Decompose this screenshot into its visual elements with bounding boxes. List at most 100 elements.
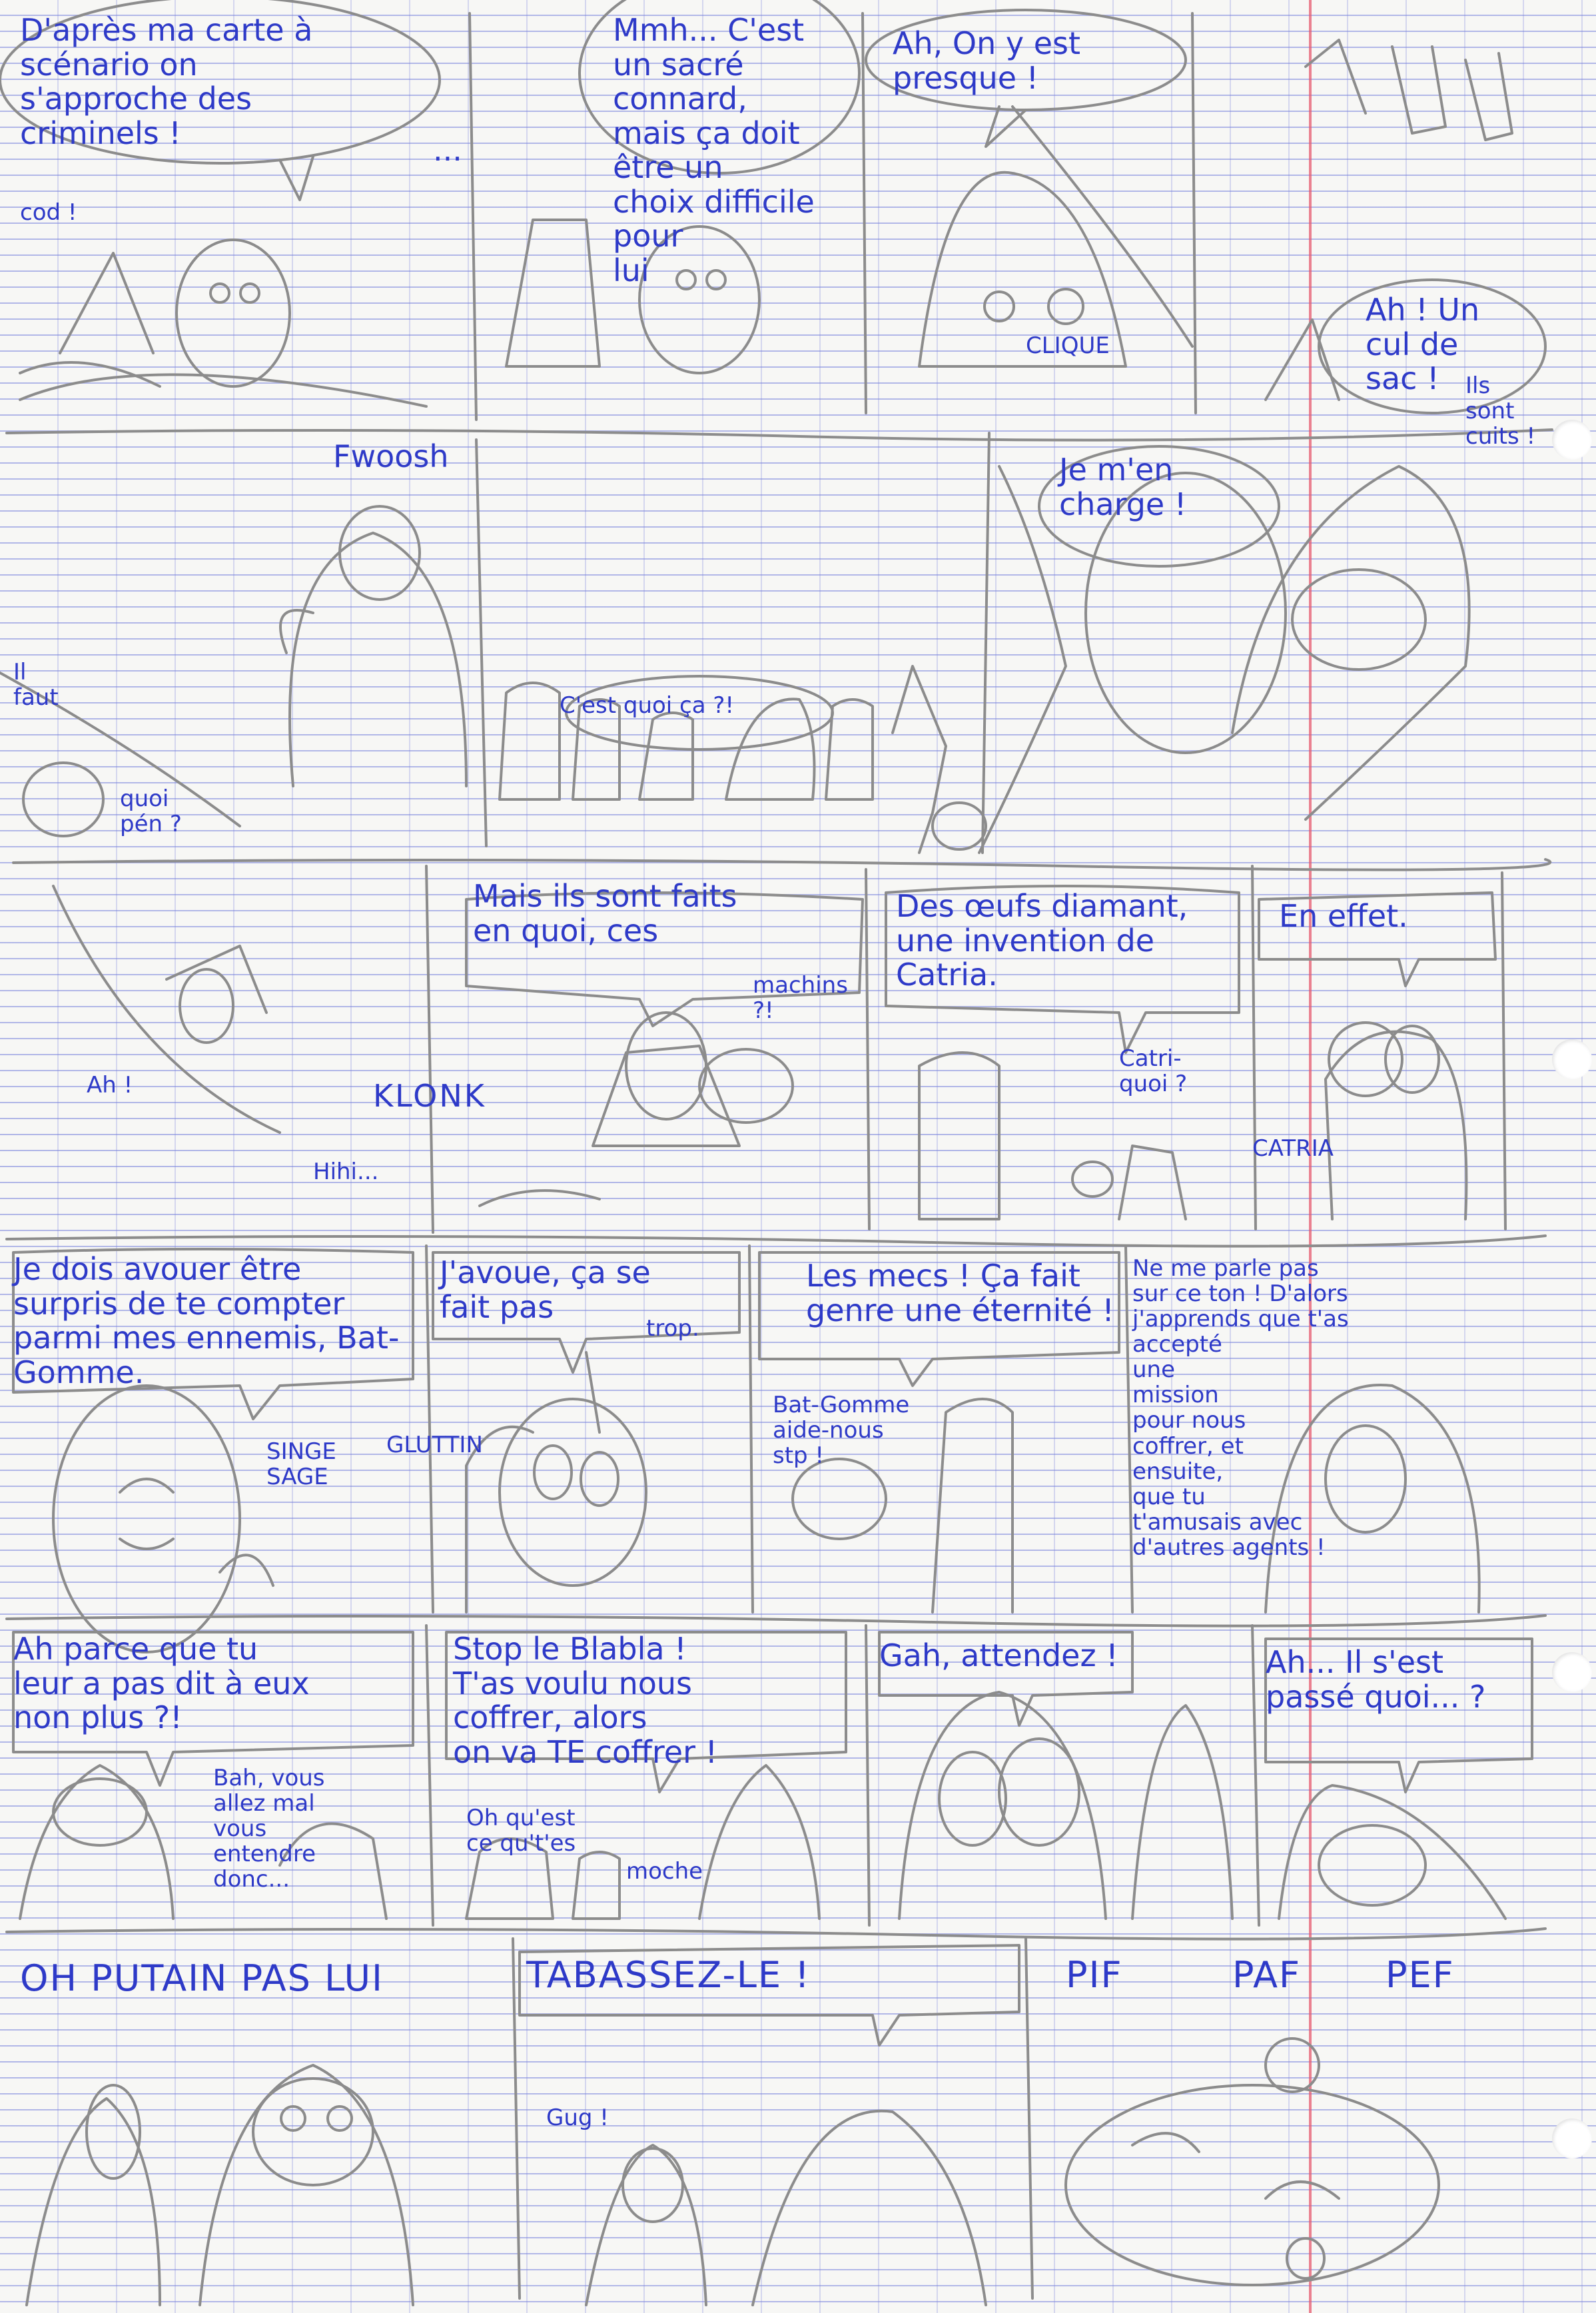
sketch-character [465,1764,821,1920]
sketch-character [1264,39,1513,401]
speech-bubble [0,0,441,165]
speech-bubble [878,1631,1134,1727]
bubble-text-oeufs-diamant: Des œufs diamant, une invention de Catri… [896,888,1188,993]
bubble-text-ne-me-parle-pas: Ne me parle pas sur ce ton ! D'alors j'a… [1132,1255,1349,1561]
reply-text-bah: Bah, vous allez mal vous entendre donc..… [213,1765,325,1893]
panel-border [1251,1624,1260,1927]
bubble-text-stop-le-blabla: Stop le Blabla ! T'as voulu nous coffrer… [453,1631,718,1770]
sfx-clique: CLIQUE [1026,332,1110,359]
speech-bubble [465,891,864,1027]
small-text-gug: Gug ! [546,2104,609,2131]
panel-border [1124,1244,1134,1614]
panel-border [1024,1937,1034,2300]
panel-border [468,12,478,421]
small-text-il-faut: Il faut [13,659,59,711]
bubble-text-tabassez-le: TABASSEZ-LE ! [526,1954,811,1996]
binder-hole [1552,2118,1592,2158]
reply-text-catri-quoi: Catri- quoi ? [1119,1045,1188,1098]
panel-border [865,1624,871,1927]
panel-border [475,438,488,847]
ellipsis-dots: ... [433,132,462,168]
row-divider [5,1927,1547,1941]
speech-bubble [518,1944,1020,2047]
bubble-text-sacre-connard: Mmh... C'est un sacré connard, mais ça d… [613,12,815,288]
sketch-character [52,1384,274,1653]
speech-bubble [1318,278,1547,414]
sketch-character [279,505,468,787]
row-divider [12,858,1552,871]
bubble-text-map-criminals: D'après ma carte à scénario on s'approch… [20,12,313,151]
sketch-character [1084,465,1471,821]
speech-bubble [1258,891,1497,987]
bubble-text-presque: Ah, On y est presque ! [893,25,1080,96]
bubble-text-je-men-charge: Je m'en charge ! [1059,452,1187,522]
panel-border [865,868,871,1230]
row-divider [5,1234,1547,1248]
binder-hole [1552,420,1592,460]
sfx-fwoosh: Fwoosh [333,438,449,474]
sketch-character [791,1398,1014,1614]
speech-bubble [758,1251,1120,1387]
sketch-character [1278,1784,1507,1920]
panel-border [512,1937,521,2300]
word-trop: trop. [646,1315,699,1342]
sfx-pif: PIF [1066,1954,1123,1996]
margin-line [1309,0,1312,2313]
word-moche: moche [626,1858,703,1885]
sketch-character [918,171,1127,368]
panel-border [861,12,867,414]
panel-border [1191,12,1197,414]
bubble-text-javoue: J'avoue, ça se fait pas [440,1254,651,1325]
sketch-character [19,1764,388,1920]
bubble-text-les-mecs: Les mecs ! Ça fait genre une éternité ! [806,1258,1114,1328]
panel-border [425,1244,434,1614]
sketch-character [585,2109,987,2306]
panel-border [748,1244,754,1614]
label-singe-sage: SINGE SAGE [266,1438,336,1491]
speech-bubble [1264,1637,1533,1793]
speech-bubble [445,1631,847,1793]
panel-border [425,1624,434,1927]
sketch-character [498,665,987,854]
small-text-quoi-pen: quoi pén ? [120,785,182,838]
sketch-character [1264,1383,1481,1614]
sketch-character [465,1351,647,1614]
sfx-klonk: KLONK [373,1078,486,1114]
sketch-character [1064,2037,1440,2286]
label-gluttin: GLUTTIN [386,1432,483,1458]
word-machins: machins ?! [753,972,848,1025]
bubble-text-cest-quoi: C'est quoi ça ?! [560,692,735,719]
sketch-character [1324,1021,1468,1220]
sketch-character [505,219,761,374]
caption-oh-putain: OH PUTAIN PAS LUI [20,1957,384,1999]
small-text-oh-quest: Oh qu'est ce qu't'es [466,1805,576,1857]
row-divider [5,1614,1547,1627]
bubble-text-en-effet: En effet. [1279,898,1408,934]
small-text-aide-nous: Bat-Gomme aide-nous stp ! [773,1392,910,1470]
speech-bubble [1038,445,1280,568]
speech-bubble [432,1251,741,1374]
bubble-text-faits-en-quoi: Mais ils sont faits en quoi, ces [473,878,737,949]
panel-border [425,865,434,1234]
bubble-text-il-sest-passe: Ah... Il s'est passé quoi... ? [1266,1644,1486,1715]
bubble-text-cul-de-sac: Ah ! Un cul de sac ! [1366,292,1480,397]
panel-border [1251,865,1257,1230]
speech-bubble [885,885,1240,1054]
panel-border [1501,871,1507,1230]
row-divider [5,428,1553,442]
sketch-character [22,761,281,1134]
sketch-character [478,1011,794,1207]
cry-text-ah: Ah ! [87,1072,133,1099]
sketch-character [25,2064,414,2306]
small-text-hihi: Hihi... [313,1158,379,1185]
binder-hole [1552,1652,1592,1692]
binder-hole [1552,1039,1592,1079]
aside-text-cuits: Ils sont cuits ! [1465,372,1536,450]
bubble-text-surpris: Je dois avouer être surpris de te compte… [13,1251,400,1390]
speech-bubble [12,1248,414,1420]
sketch-character [19,238,291,388]
bubble-text-parce-que: Ah parce que tu leur a pas dit à eux non… [13,1631,310,1736]
speech-bubble [12,1631,414,1787]
bubble-text-gah-attendez: Gah, attendez ! [879,1637,1118,1673]
